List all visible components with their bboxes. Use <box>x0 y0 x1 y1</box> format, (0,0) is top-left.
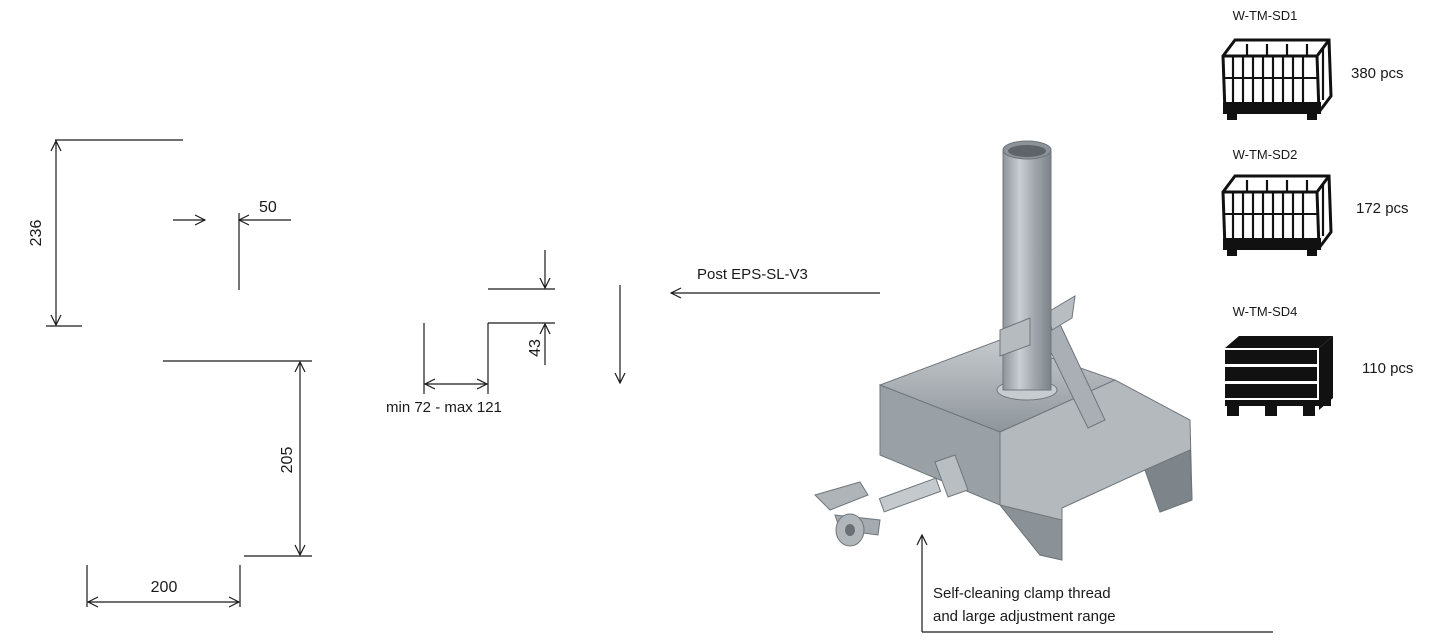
clamp-label-line2: and large adjustment range <box>933 608 1116 625</box>
dimension-label-50: 50 <box>259 199 277 216</box>
clamp-callout: Self-cleaning clamp thread and large adj… <box>922 535 1273 633</box>
post-label: Post EPS-SL-V3 <box>697 266 808 283</box>
dimension-label-range: min 72 - max 121 <box>386 399 502 416</box>
dimension-50: 50 <box>173 199 291 290</box>
container-item-1: W-TM-SD1 380 pcs <box>1221 8 1404 120</box>
dimension-label-236: 236 <box>28 220 45 247</box>
dimension-label-200: 200 <box>151 579 178 596</box>
container-code: W-TM-SD4 <box>1233 304 1298 319</box>
dimension-200: 200 <box>86 565 241 607</box>
dimension-236: 236 <box>28 139 183 327</box>
post-bracket-image <box>814 140 1193 561</box>
clamp-label-line1: Self-cleaning clamp thread <box>933 585 1111 602</box>
dimension-205: 205 <box>163 360 312 557</box>
mesh-box-pallet-icon <box>1221 38 1333 120</box>
container-qty: 172 pcs <box>1356 200 1409 217</box>
container-item-2: W-TM-SD2 172 pcs <box>1221 147 1409 256</box>
container-qty: 110 pcs <box>1362 360 1413 377</box>
container-code: W-TM-SD2 <box>1233 147 1298 162</box>
container-qty: 380 pcs <box>1351 65 1404 82</box>
container-item-3: W-TM-SD4 110 pcs <box>1225 304 1413 416</box>
post-callout: Post EPS-SL-V3 <box>671 266 880 293</box>
wooden-crate-pallet-icon <box>1225 336 1333 416</box>
container-code: W-TM-SD1 <box>1233 8 1298 23</box>
dimension-43: 43 <box>488 250 555 365</box>
dimension-range: min 72 - max 121 <box>386 323 502 416</box>
dimension-label-205: 205 <box>279 447 296 474</box>
dimension-label-43: 43 <box>527 339 544 357</box>
mesh-box-pallet-icon <box>1221 174 1333 256</box>
